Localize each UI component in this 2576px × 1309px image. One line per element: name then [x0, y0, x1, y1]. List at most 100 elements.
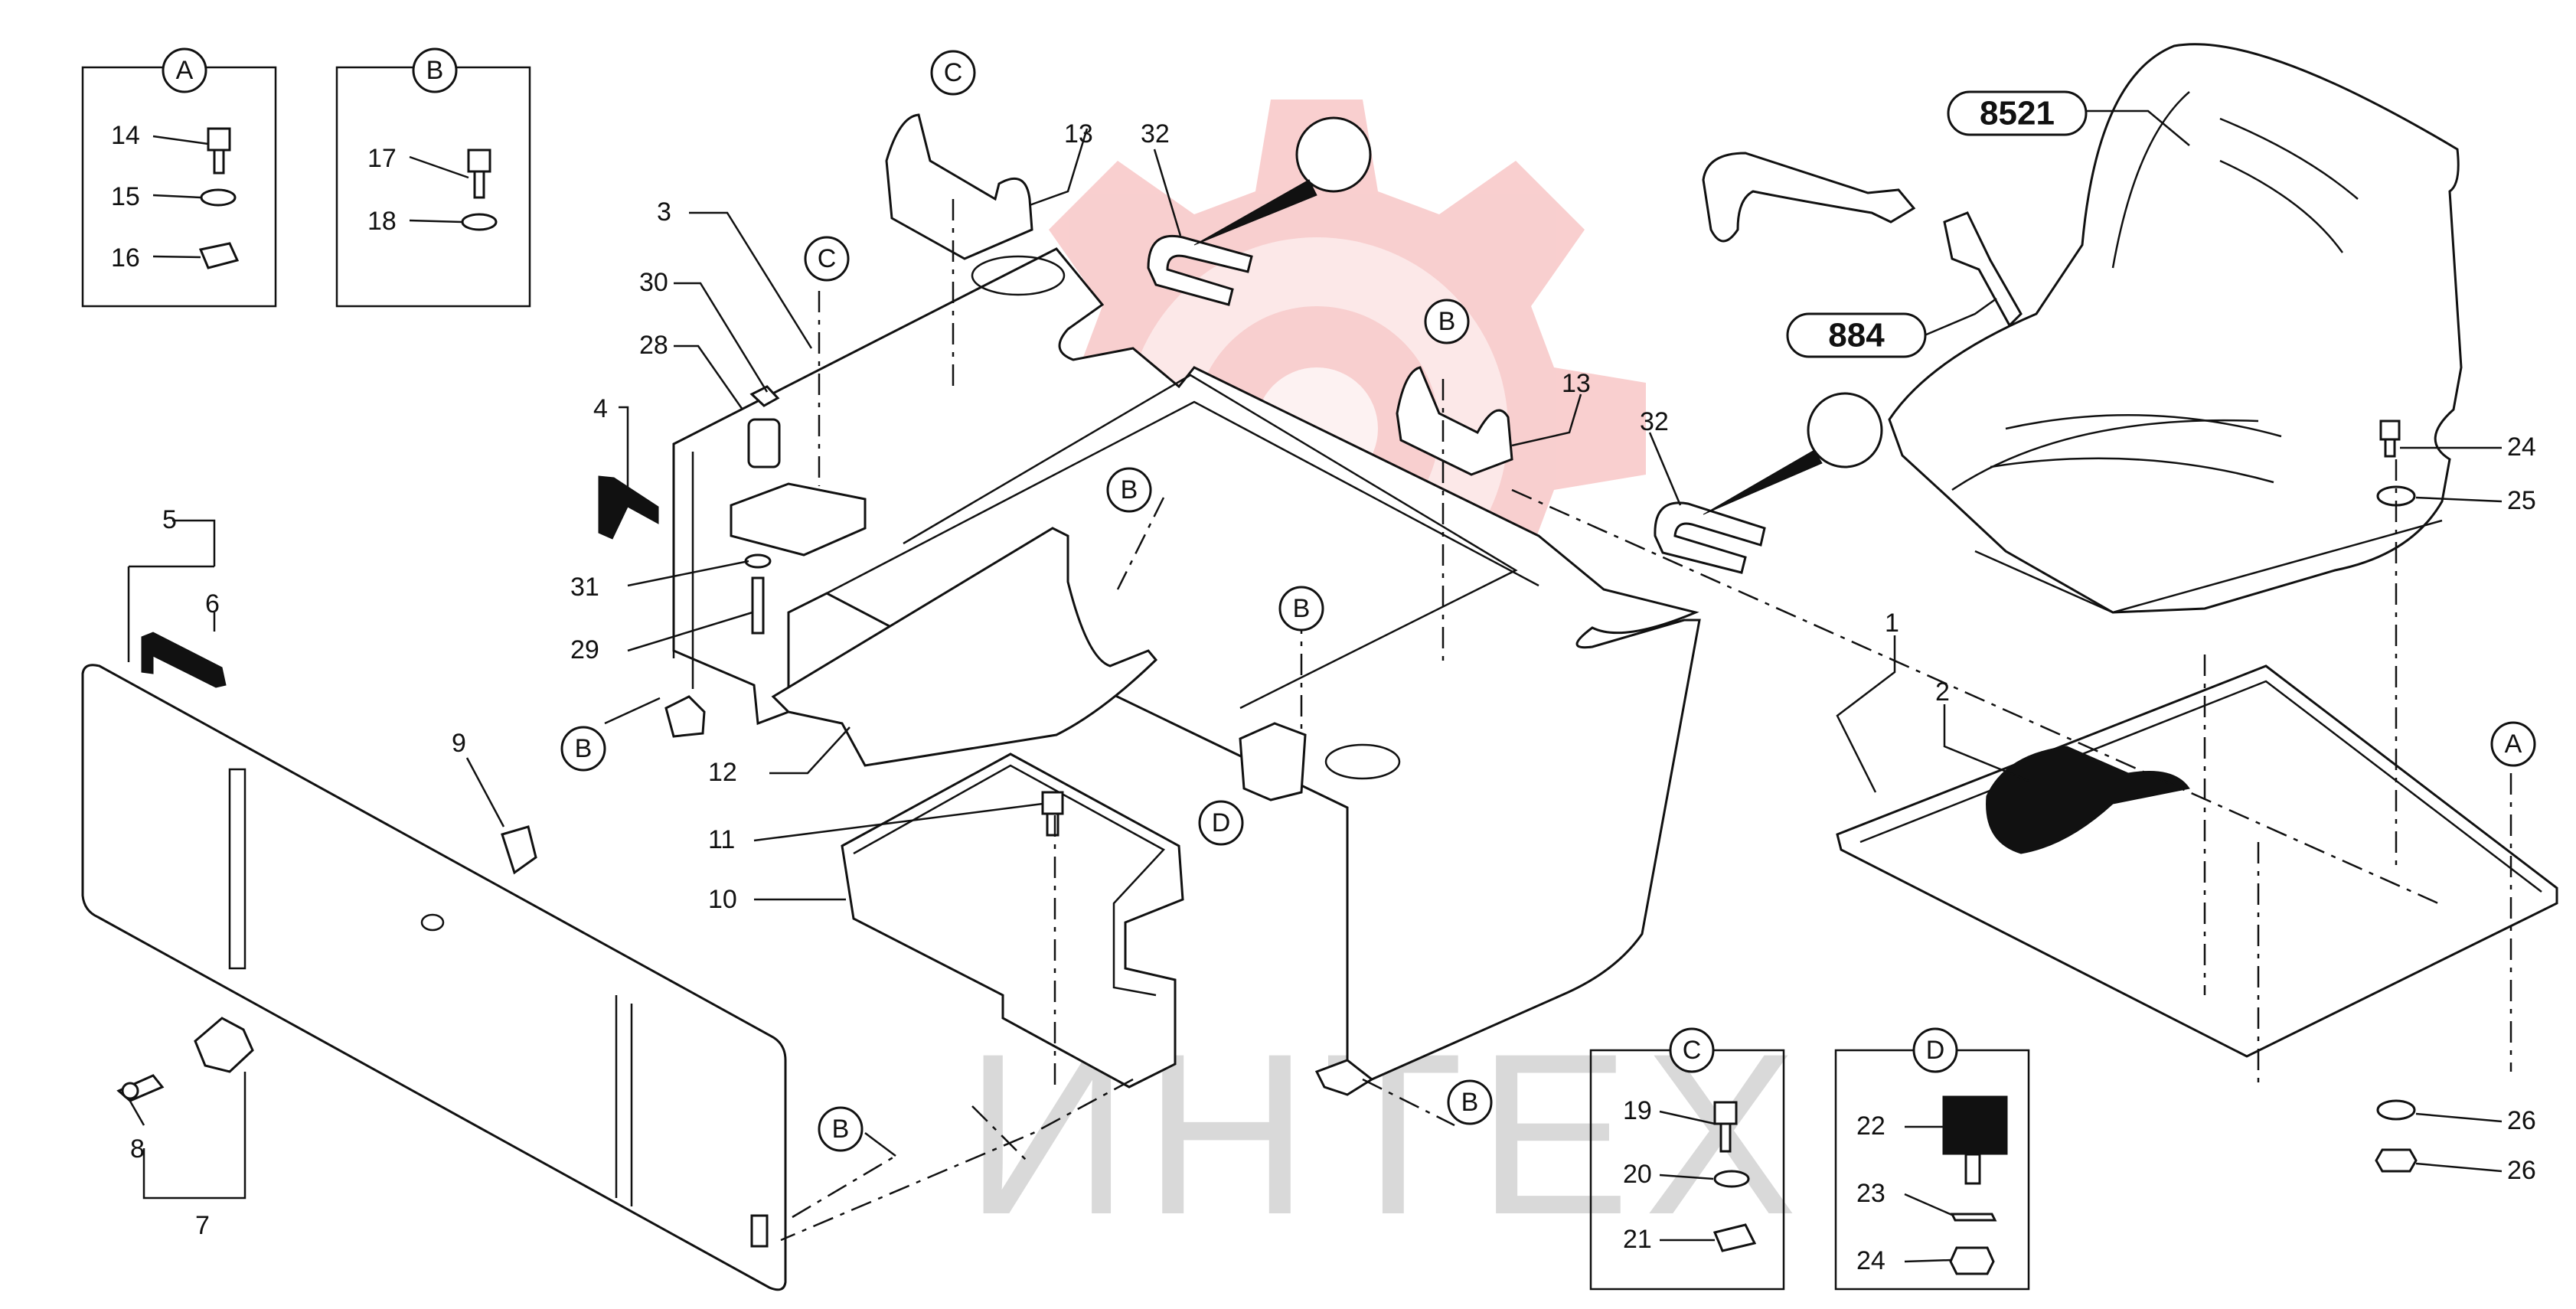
nut-27-icon — [2375, 1148, 2418, 1173]
callout-11: 11 — [708, 825, 735, 854]
callout-1: 1 — [1885, 609, 1899, 638]
bolt-14-icon — [207, 127, 231, 152]
bolt-25-icon — [2379, 419, 2401, 441]
detail-b-letter: B — [426, 56, 444, 85]
front-panel-5 — [81, 664, 787, 1291]
detail-box-d: D — [1834, 1027, 2030, 1291]
side-bracket-c — [730, 482, 867, 557]
rubber-mount-22-icon — [1942, 1095, 2008, 1155]
detail-a-circle — [162, 47, 207, 93]
belt-buckle-icon — [1943, 211, 2023, 328]
angle-bracket-4-icon — [598, 475, 659, 540]
callout-24: 24 — [1856, 1246, 1885, 1275]
bolt-19-icon — [1713, 1101, 1738, 1125]
ref-pill-8521: 8521 — [1947, 90, 2088, 136]
nut-30-icon — [749, 385, 780, 407]
bolt-29-icon — [751, 576, 765, 635]
ref-884-label: 884 — [1828, 317, 1885, 354]
callout-15: 15 — [111, 182, 140, 211]
callout-19: 19 — [1623, 1096, 1652, 1125]
callout-30: 30 — [639, 268, 668, 297]
ref-b-right: B — [1438, 307, 1456, 336]
hinge-bracket-d — [1239, 722, 1307, 801]
mounting-plate-1 — [1836, 664, 2558, 1058]
washer-23-icon — [1950, 1213, 1997, 1222]
nut-24-icon — [1949, 1246, 1995, 1275]
callout-12: 12 — [708, 758, 737, 787]
callout-13-right: 13 — [1562, 369, 1591, 398]
callout-13-top: 13 — [1064, 119, 1093, 149]
ref-b-left: B — [575, 734, 593, 763]
callout-26-bottom: 26 — [2507, 1106, 2536, 1135]
ref-a-right: A — [2505, 730, 2522, 759]
tab-9-icon — [501, 825, 537, 875]
callout-28: 28 — [639, 331, 668, 360]
ref-b-bottom-mid: B — [1461, 1088, 1479, 1117]
callout-3: 3 — [657, 197, 671, 227]
ref-c-top: C — [944, 58, 963, 87]
detail-d-letter: D — [1926, 1036, 1945, 1065]
edge-trim-32-detail-left — [1295, 116, 1372, 193]
washer-15-icon — [200, 188, 237, 207]
callout-32-right: 32 — [1640, 407, 1669, 436]
ref-b-mid: B — [1293, 594, 1311, 623]
detail-d-circle — [1912, 1027, 1958, 1073]
leader-lines — [127, 109, 2503, 1200]
callout-6: 6 — [205, 589, 220, 619]
seat-box-housing-3 — [664, 247, 1701, 1096]
detail-c-letter: C — [1683, 1036, 1702, 1065]
seat-assembly-8521 — [1888, 43, 2463, 614]
callout-7: 7 — [195, 1211, 210, 1240]
callout-32-left: 32 — [1141, 119, 1170, 149]
detail-b-circle — [412, 47, 458, 93]
callout-16: 16 — [111, 243, 140, 273]
ref-c-mid: C — [818, 244, 837, 273]
callout-29: 29 — [570, 635, 599, 664]
clip-nut-21-icon — [1712, 1223, 1757, 1252]
callout-27: 26 — [2507, 1156, 2536, 1185]
ref-b-bottom-left: B — [832, 1115, 850, 1144]
clip-nut-16-icon — [198, 242, 240, 269]
latch-7-icon — [194, 1017, 254, 1073]
edge-trim-32-right — [1654, 501, 1766, 574]
callout-10: 10 — [708, 885, 737, 914]
ref-8521-label: 8521 — [1980, 95, 2055, 132]
callout-2: 2 — [1935, 677, 1950, 707]
callout-20: 20 — [1623, 1160, 1652, 1189]
mat-2-icon — [1986, 746, 2190, 854]
detail-box-c: C — [1589, 1027, 1785, 1291]
mounting-bracket-13-right — [1396, 366, 1513, 476]
ref-circles — [560, 50, 2536, 1152]
bolt-17-icon — [467, 149, 491, 173]
detail-c-circle — [1669, 1027, 1715, 1073]
mounting-bracket-13-top — [885, 113, 1033, 260]
callout-18: 18 — [367, 207, 397, 236]
callout-9: 9 — [452, 729, 466, 758]
detail-a-letter: A — [176, 56, 194, 85]
handle-6-icon — [141, 632, 227, 688]
ref-pill-884: 884 — [1786, 312, 1927, 358]
edge-trim-32-left — [1147, 234, 1253, 306]
callout-14: 14 — [111, 121, 140, 150]
ref-b-tunnel: B — [1121, 475, 1138, 504]
detail-box-b: B — [335, 47, 531, 308]
callout-17: 17 — [367, 144, 397, 173]
washer-31-icon — [744, 553, 772, 569]
spacer-28-icon — [747, 418, 781, 468]
seat-belt-884 — [1702, 152, 1916, 243]
callout-22: 22 — [1856, 1112, 1885, 1141]
battery-tray-10 — [841, 752, 1184, 1089]
callout-23: 23 — [1856, 1179, 1885, 1208]
ref-d-mid: D — [1212, 808, 1231, 837]
detail-box-a: A — [81, 47, 277, 308]
washer-20-icon — [1713, 1170, 1750, 1188]
callout-26-top: 25 — [2507, 486, 2536, 515]
support-rail-12 — [771, 527, 1158, 767]
edge-trim-32-detail-right — [1807, 392, 1883, 468]
callout-25: 24 — [2507, 433, 2536, 462]
callout-5: 5 — [162, 505, 177, 534]
callout-31: 31 — [570, 573, 599, 602]
bolt-11-icon — [1041, 791, 1064, 815]
washer-26-bottom-icon — [2376, 1099, 2416, 1121]
